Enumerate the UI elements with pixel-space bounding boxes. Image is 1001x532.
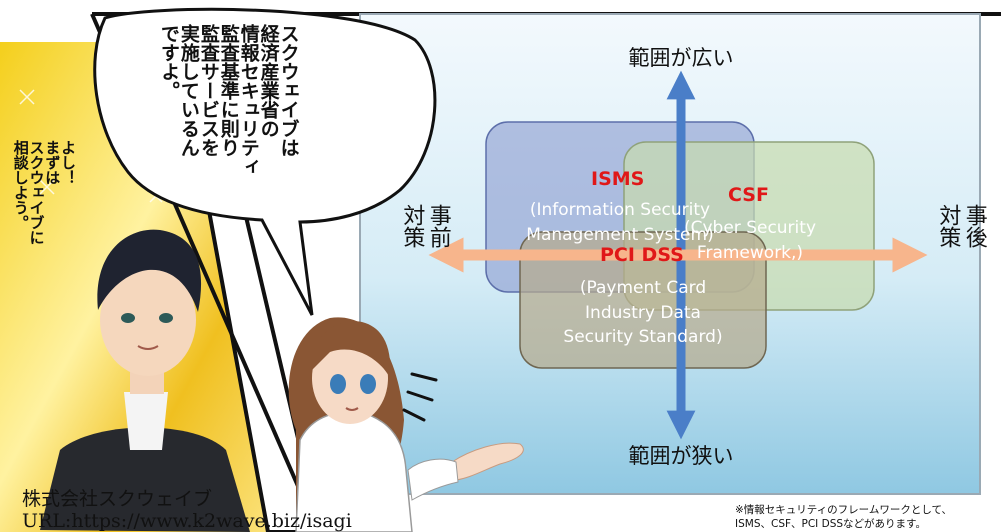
pre-measures-label: 事前 対策: [399, 204, 451, 248]
caption-line: まずは: [43, 140, 62, 185]
pci-dss-subtitle: (Payment Card Industry Data Security Sta…: [563, 278, 723, 348]
pci-dss-title: PCI DSS: [600, 244, 684, 266]
isms-title: ISMS: [591, 168, 645, 190]
speech-line: 監査サービスを: [197, 24, 220, 157]
isms-subtitle: (Information Security Management System): [526, 200, 714, 245]
speech-line: 監査基準に則り: [217, 24, 240, 157]
company-url[interactable]: URL:https://www.k2wave.biz/isagi: [22, 510, 352, 532]
businessman-illustration: [40, 229, 250, 532]
speech-bubble-text: スクウェイブは 経済産業省の 情報セキュリティ 監査基準に則り 監査サービスを …: [157, 24, 300, 214]
speech-line: 実施しているん: [177, 24, 200, 157]
post-measures-label: 事後 対策: [935, 204, 987, 248]
footnote-line-1: ※情報セキュリティのフレームワークとして、: [735, 504, 953, 516]
speech-line: スクウェイブは: [277, 24, 300, 157]
scope-narrow-label: 範囲が狭い: [628, 444, 734, 468]
speech-line: ですよ。: [157, 24, 180, 100]
csf-title: CSF: [728, 184, 769, 206]
caption-line: スクウェイブに: [27, 140, 46, 245]
caption-line: よし！: [59, 140, 77, 185]
company-name: 株式会社スクウェイブ: [22, 488, 213, 510]
scope-wide-label: 範囲が広い: [628, 46, 734, 70]
woman-illustration: [288, 317, 524, 532]
emphasis-strokes: [402, 372, 438, 422]
footnote-line-2: ISMS、CSF、PCI DSSなどがあります。: [735, 518, 926, 530]
speech-line: 経済産業省の: [257, 24, 280, 138]
man-caption: よし！ まずは スクウェイブに 相談しよう。: [11, 140, 77, 290]
speech-bubble: [93, 7, 437, 316]
speech-line: 情報セキュリティ: [237, 24, 260, 176]
csf-subtitle: (Cyber Security Framework,): [683, 218, 816, 263]
caption-line: 相談しよう。: [11, 140, 30, 230]
